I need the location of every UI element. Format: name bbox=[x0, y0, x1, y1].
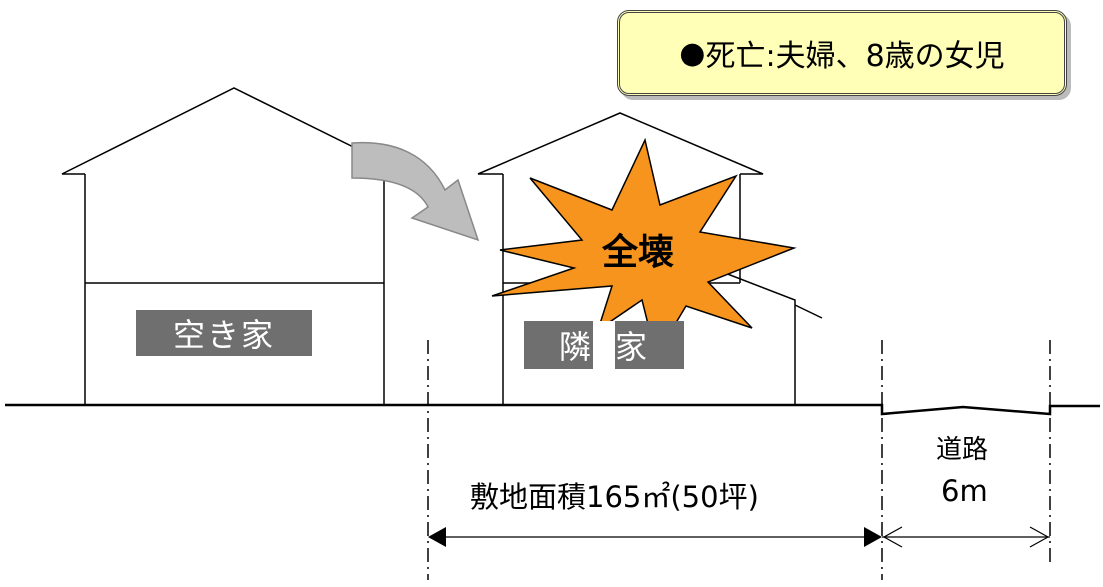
neighbor-house-label: 隣 家 bbox=[524, 321, 684, 369]
neighbor-label-char-2: 家 bbox=[615, 328, 650, 366]
vacant-house bbox=[61, 87, 409, 405]
road-arrowhead-left bbox=[882, 526, 903, 548]
road-arrowhead-right bbox=[1029, 526, 1050, 548]
ground-line bbox=[5, 403, 1100, 416]
site-area-arrowhead-left bbox=[428, 527, 446, 547]
road-width-label: 6m bbox=[941, 474, 988, 508]
neighbor-house-annex-eave bbox=[794, 304, 823, 319]
site-area-dimension bbox=[428, 527, 882, 547]
casualty-callout-text: ● 死亡:夫婦、8歳の女児 bbox=[620, 13, 1064, 93]
collapse-label: 全壊 bbox=[601, 232, 674, 273]
callout-message: 死亡:夫婦、8歳の女児 bbox=[705, 39, 1005, 74]
neighbor-label-char-1: 隣 bbox=[558, 328, 593, 366]
road-label: 道路 bbox=[936, 435, 989, 465]
vacant-house-label: 空き家 bbox=[136, 310, 312, 356]
neighbor-house-roof bbox=[477, 112, 764, 175]
neighbor-house-annex bbox=[711, 267, 796, 405]
callout-bullet: ● bbox=[679, 35, 706, 71]
road-width-dimension bbox=[882, 526, 1050, 548]
falling-arrow bbox=[351, 141, 480, 242]
site-area-label: 敷地面積165㎡(50坪) bbox=[470, 480, 759, 514]
collapse-burst bbox=[491, 137, 797, 358]
casualty-callout: ● 死亡:夫婦、8歳の女児 bbox=[617, 10, 1067, 96]
site-area-arrowhead-right bbox=[864, 527, 882, 547]
neighbor-label-gap bbox=[593, 321, 615, 369]
